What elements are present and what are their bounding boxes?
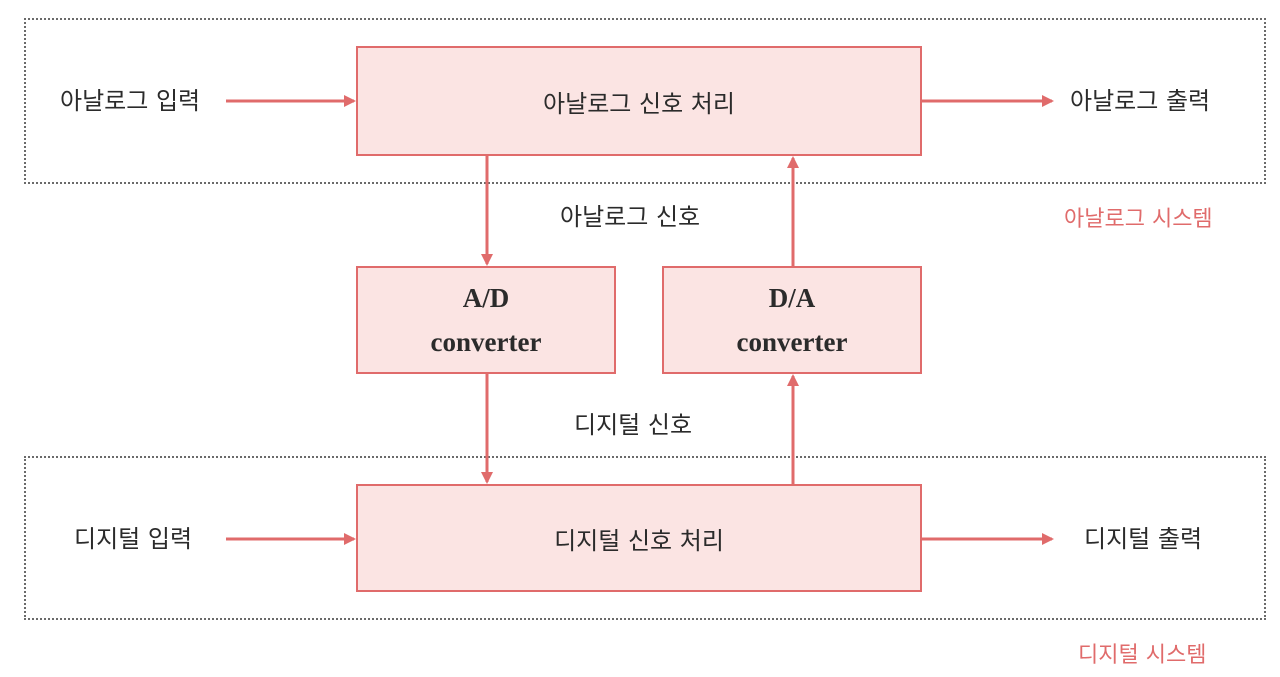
ad-converter-box: A/D converter [356, 266, 616, 374]
ad-converter-title: A/D [462, 283, 510, 313]
da-converter-subtitle: converter [736, 327, 848, 357]
analog-system-label: 아날로그 시스템 [1064, 207, 1213, 232]
digital-processing-label: 디지털 신호 처리 [554, 526, 724, 555]
analog-processing-label: 아날로그 신호 처리 [543, 89, 735, 118]
da-converter-box: D/A converter [662, 266, 922, 374]
da-converter-title: D/A [768, 283, 816, 313]
analog-signal-processing-box: 아날로그 신호 처리 [356, 46, 922, 156]
analog-system-frame [24, 18, 1266, 184]
analog-signal-label: 아날로그 신호 [560, 203, 701, 231]
ad-converter-subtitle: converter [430, 327, 542, 357]
digital-signal-processing-box: 디지털 신호 처리 [356, 484, 922, 592]
digital-input-label: 디지털 입력 [74, 525, 193, 553]
analog-output-label: 아날로그 출력 [1070, 87, 1211, 115]
digital-system-label: 디지털 시스템 [1078, 643, 1207, 668]
digital-signal-label: 디지털 신호 [574, 411, 693, 439]
digital-system-frame [24, 456, 1266, 620]
analog-input-label: 아날로그 입력 [60, 87, 201, 115]
digital-output-label: 디지털 출력 [1084, 525, 1203, 553]
